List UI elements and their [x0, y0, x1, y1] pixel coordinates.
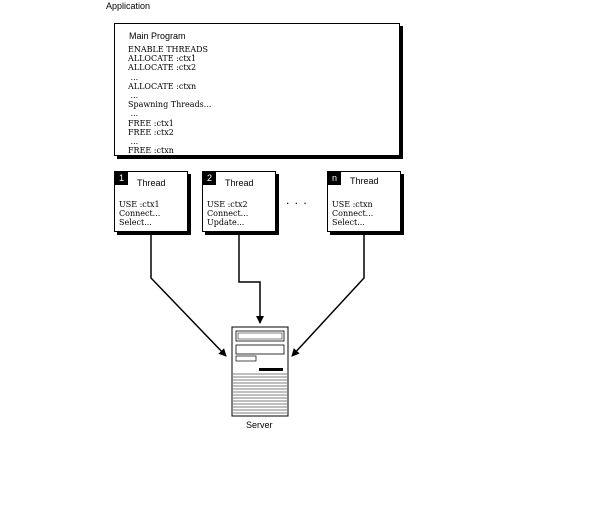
thread-code: USE :ctx1 Connect... Select... — [119, 200, 160, 228]
code-line: ... — [128, 109, 139, 119]
code-line: FREE :ctxn — [128, 146, 174, 156]
thread-title: Thread — [137, 178, 166, 188]
code-line: Select... — [332, 218, 365, 228]
thread-title: Thread — [350, 176, 379, 186]
code-line: Connect... — [207, 209, 249, 219]
code-line: ... — [128, 137, 139, 147]
code-line: USE :ctx1 — [119, 200, 160, 209]
server-icon — [231, 326, 289, 417]
thread-code: USE :ctxn Connect... Select... — [332, 200, 373, 228]
code-line: ENABLE THREADS — [128, 45, 209, 54]
thread-box-1: 1 Thread USE :ctx1 Connect... Select... — [114, 171, 188, 232]
code-line: Connect... — [119, 209, 161, 219]
main-program-title: Main Program — [129, 31, 186, 41]
code-line: ALLOCATE :ctx2 — [128, 63, 197, 73]
code-line: Connect... — [332, 209, 374, 219]
code-line: USE :ctxn — [332, 200, 373, 209]
main-program-box: Main Program ENABLE THREADS ALLOCATE :ct… — [114, 23, 400, 156]
code-line: ALLOCATE :ctx1 — [128, 54, 197, 64]
arrow-thread-1-to-server — [150, 234, 227, 357]
code-line: FREE :ctx1 — [128, 118, 174, 128]
code-line: Select... — [119, 218, 152, 228]
arrow-thread-n-to-server — [291, 234, 365, 357]
arrow-thread-2-to-server — [238, 234, 264, 324]
main-program-code: ENABLE THREADS ALLOCATE :ctx1 ALLOCATE :… — [128, 45, 211, 155]
thread-number-badge: n — [328, 172, 341, 185]
code-line: ... — [128, 91, 139, 101]
thread-ellipsis: . . . — [286, 193, 308, 207]
thread-box-2: 2 Thread USE :ctx2 Connect... Update... — [202, 171, 276, 232]
code-line: Update... — [207, 218, 245, 228]
application-label: Application — [106, 1, 151, 11]
thread-title: Thread — [225, 178, 254, 188]
code-line: USE :ctx2 — [207, 200, 248, 209]
thread-box-n: n Thread USE :ctxn Connect... Select... — [327, 171, 401, 232]
thread-code: USE :ctx2 Connect... Update... — [207, 200, 248, 228]
server-label: Server — [246, 420, 273, 430]
code-line: Spawning Threads... — [128, 100, 212, 110]
code-line: ... — [128, 72, 139, 82]
code-line: FREE :ctx2 — [128, 127, 174, 137]
code-line: ALLOCATE :ctxn — [128, 81, 197, 91]
thread-number-badge: 1 — [115, 172, 128, 185]
thread-number-badge: 2 — [203, 172, 216, 185]
